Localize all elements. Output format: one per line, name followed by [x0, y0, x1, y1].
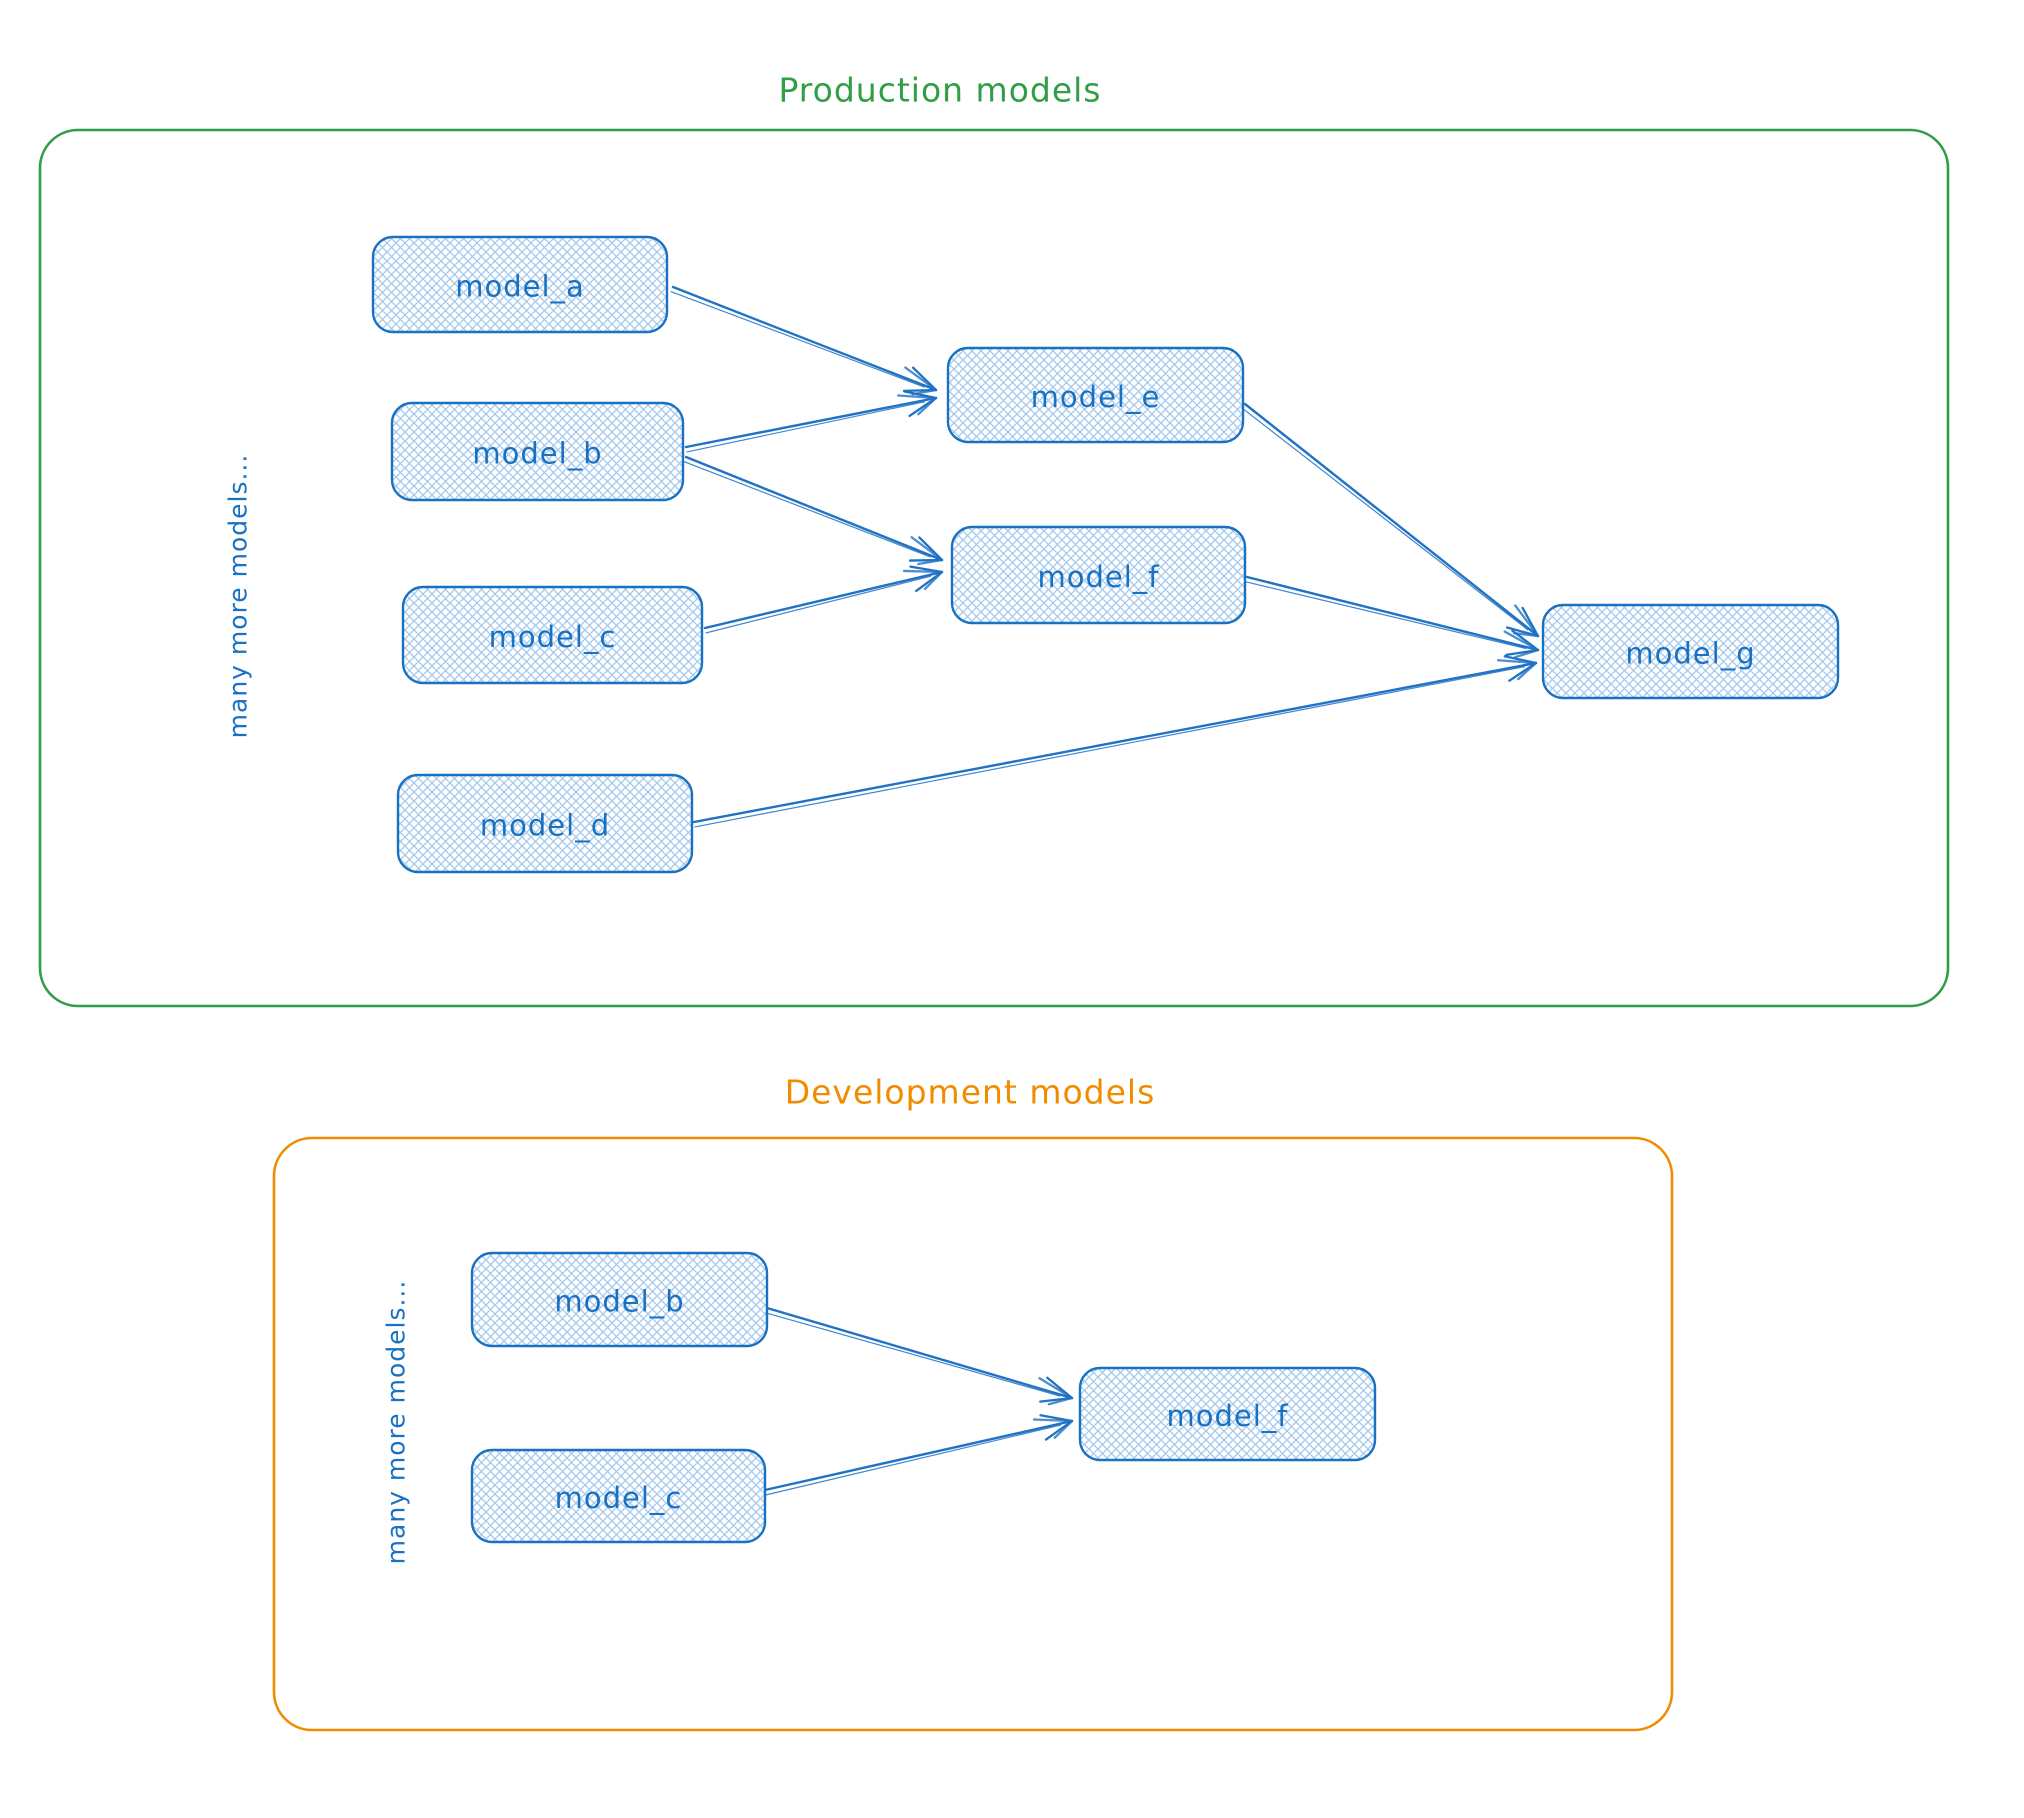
production-title: Production models [778, 70, 1102, 110]
production-edge-model_c-to-model_f [703, 565, 944, 634]
production-edge-model_b-to-model_f [683, 455, 944, 566]
production-node-model_a-label: model_a [455, 270, 585, 304]
development-side-label: many more models... [381, 1279, 411, 1565]
production-node-model_d: model_d [396, 773, 694, 874]
production-edge-model_d-to-model_g [692, 655, 1538, 828]
development-title: Development models [784, 1072, 1156, 1112]
production-node-model_g: model_g [1541, 603, 1840, 700]
production-node-model_e-label: model_e [1031, 380, 1161, 414]
production-side-label: many more models... [223, 453, 253, 739]
production-node-model_c: model_c [401, 585, 704, 685]
production-node-model_c-label: model_c [489, 620, 617, 654]
production-node-model_d-label: model_d [480, 809, 610, 843]
production-node-model_e: model_e [946, 346, 1245, 444]
production-edge-model_a-to-model_e [670, 285, 938, 396]
development-node-model_f-label: model_f [1166, 1399, 1288, 1433]
production-node-model_a-box [371, 235, 669, 334]
development-section: model_b model_c model_f [272, 1136, 1674, 1732]
production-node-model_g-box [1541, 603, 1840, 700]
development-edge-model_c-to-model_f [763, 1414, 1074, 1496]
production-node-model_g-label: model_g [1625, 637, 1755, 671]
production-node-model_a: model_a [371, 235, 669, 334]
development-node-model_b-label: model_b [554, 1285, 684, 1319]
production-section: model_a model_b model_c model_d model_emodel… [38, 128, 1950, 1008]
production-node-model_d-box [396, 773, 694, 874]
production-edge-model_e-to-model_g [1241, 402, 1540, 638]
production-node-model_e-box [946, 346, 1245, 444]
development-node-model_f: model_f [1078, 1366, 1377, 1462]
production-frame [38, 128, 1950, 1008]
production-edge-model_b-to-model_e [684, 390, 938, 453]
development-node-model_f-box [1078, 1366, 1377, 1462]
production-node-model_f-box [950, 525, 1247, 625]
production-node-model_b-label: model_b [472, 437, 602, 471]
development-node-model_c-box [470, 1448, 767, 1544]
development-frame [272, 1136, 1674, 1732]
production-node-model_b-box [390, 401, 685, 502]
development-node-model_c: model_c [470, 1448, 767, 1544]
production-edge-model_f-to-model_g [1245, 575, 1540, 659]
development-node-model_b: model_b [470, 1251, 769, 1348]
development-node-model_c-label: model_c [555, 1481, 683, 1515]
development-edge-model_b-to-model_f [764, 1306, 1074, 1406]
production-node-model_f: model_f [950, 525, 1247, 625]
production-node-model_b: model_b [390, 401, 685, 502]
production-node-model_f-label: model_f [1037, 560, 1159, 594]
development-node-model_b-box [470, 1251, 769, 1348]
production-node-model_c-box [401, 585, 704, 685]
